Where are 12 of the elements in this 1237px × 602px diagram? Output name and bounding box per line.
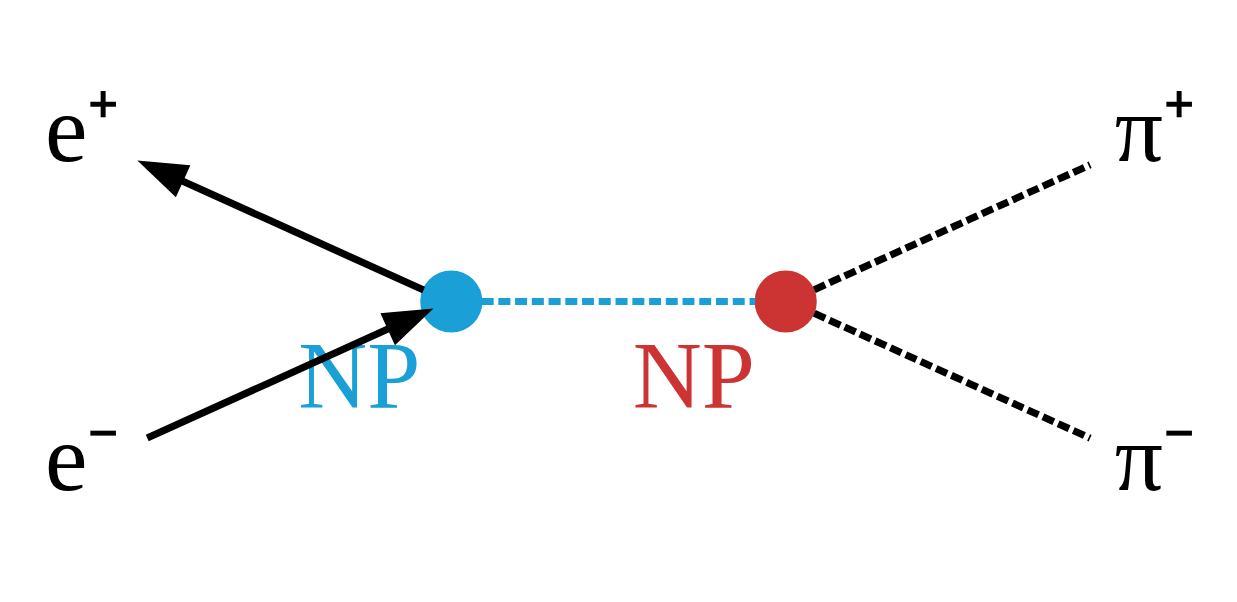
connector: [812, 309, 1092, 441]
node-text: π⁺: [1114, 75, 1195, 182]
node-text: π⁻: [1114, 404, 1195, 511]
connector: [481, 297, 756, 305]
node-text: e⁺: [44, 75, 120, 182]
node-circle: [420, 269, 483, 333]
node-label: NP: [632, 322, 755, 429]
arrow: [145, 307, 434, 441]
node-circle: [754, 269, 817, 333]
connector: [812, 161, 1092, 293]
node-text: e⁻: [44, 404, 120, 511]
arrow: [137, 160, 426, 293]
